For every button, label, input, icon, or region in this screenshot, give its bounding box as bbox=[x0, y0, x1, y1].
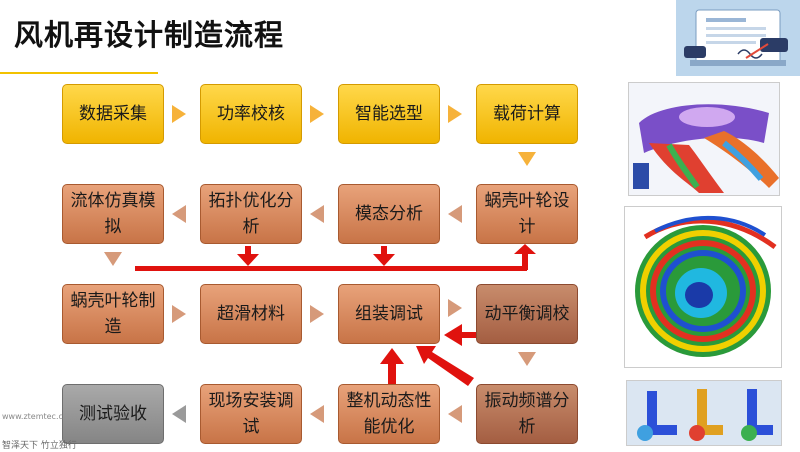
box-vibration-spectrum: 振动频谱分析 bbox=[476, 384, 578, 444]
arrow-left-icon bbox=[310, 405, 324, 423]
title-underline bbox=[0, 72, 158, 74]
arrow-left-icon bbox=[448, 205, 462, 223]
arrow-up-icon bbox=[514, 244, 536, 254]
box-load-calculation: 载荷计算 bbox=[476, 84, 578, 144]
box-label: 蜗壳叶轮制造 bbox=[70, 291, 156, 337]
red-feedback-line bbox=[245, 246, 251, 256]
box-superlubricity-material: 超滑材料 bbox=[200, 284, 302, 344]
arrow-right-icon bbox=[310, 305, 324, 323]
box-label: 模态分析 bbox=[355, 204, 423, 224]
box-dynamic-performance-optimization: 整机动态性能优化 bbox=[338, 384, 440, 444]
arrow-down-icon bbox=[104, 252, 122, 266]
box-volute-impeller-design: 蜗壳叶轮设计 bbox=[476, 184, 578, 244]
box-smart-selection: 智能选型 bbox=[338, 84, 440, 144]
box-label: 振动频谱分析 bbox=[484, 391, 570, 437]
box-label: 载荷计算 bbox=[493, 104, 561, 124]
box-assembly-debug: 组装调试 bbox=[338, 284, 440, 344]
box-label: 蜗壳叶轮设计 bbox=[484, 191, 570, 237]
box-label: 组装调试 bbox=[355, 304, 423, 324]
box-power-check: 功率校核 bbox=[200, 84, 302, 144]
box-label: 整机动态性能优化 bbox=[346, 391, 432, 437]
box-modal-analysis: 模态分析 bbox=[338, 184, 440, 244]
arrow-right-icon bbox=[310, 105, 324, 123]
box-volute-impeller-manufacture: 蜗壳叶轮制造 bbox=[62, 284, 164, 344]
box-label: 测试验收 bbox=[79, 404, 147, 424]
arrow-right-icon bbox=[172, 105, 186, 123]
box-label: 数据采集 bbox=[79, 104, 147, 124]
box-label: 动平衡调校 bbox=[484, 304, 570, 324]
box-label: 超滑材料 bbox=[217, 304, 285, 324]
arrow-right-icon bbox=[172, 305, 186, 323]
box-test-acceptance: 测试验收 bbox=[62, 384, 164, 444]
volute-flow-simulation-image bbox=[624, 206, 782, 368]
arrow-left-icon bbox=[172, 405, 186, 423]
watermark-slogan: 智泽天下 竹立独行 bbox=[2, 441, 77, 451]
arrow-down-icon bbox=[518, 152, 536, 166]
arrow-diagonal-icon bbox=[416, 346, 474, 386]
page-title: 风机再设计制造流程 bbox=[14, 18, 285, 52]
watermark-url: www.ztemtec.c bbox=[2, 412, 63, 421]
arrow-up-icon bbox=[380, 348, 404, 364]
red-feedback-line bbox=[135, 266, 527, 271]
arrow-left-icon bbox=[310, 205, 324, 223]
box-label: 拓扑优化分析 bbox=[208, 191, 294, 237]
box-dynamic-balancing: 动平衡调校 bbox=[476, 284, 578, 344]
arrow-down-icon bbox=[373, 254, 395, 266]
arrow-right-icon bbox=[448, 105, 462, 123]
arrow-right-icon bbox=[448, 299, 462, 317]
box-onsite-installation: 现场安装调试 bbox=[200, 384, 302, 444]
red-feedback-line bbox=[388, 362, 396, 384]
box-data-collection: 数据采集 bbox=[62, 84, 164, 144]
box-fluid-simulation: 流体仿真模拟 bbox=[62, 184, 164, 244]
arrow-left-icon bbox=[444, 324, 462, 346]
document-signing-illustration bbox=[676, 0, 800, 76]
red-feedback-line bbox=[460, 332, 476, 338]
box-label: 智能选型 bbox=[355, 104, 423, 124]
red-feedback-line bbox=[381, 246, 387, 256]
impeller-simulation-image bbox=[628, 82, 780, 196]
component-stress-analysis-image bbox=[626, 380, 782, 446]
box-label: 现场安装调试 bbox=[208, 391, 294, 437]
arrow-left-icon bbox=[448, 405, 462, 423]
arrow-left-icon bbox=[172, 205, 186, 223]
arrow-down-icon bbox=[237, 254, 259, 266]
red-feedback-line bbox=[522, 252, 528, 270]
box-label: 功率校核 bbox=[217, 104, 285, 124]
box-label: 流体仿真模拟 bbox=[70, 191, 156, 237]
arrow-down-icon bbox=[518, 352, 536, 366]
box-topology-optimization: 拓扑优化分析 bbox=[200, 184, 302, 244]
